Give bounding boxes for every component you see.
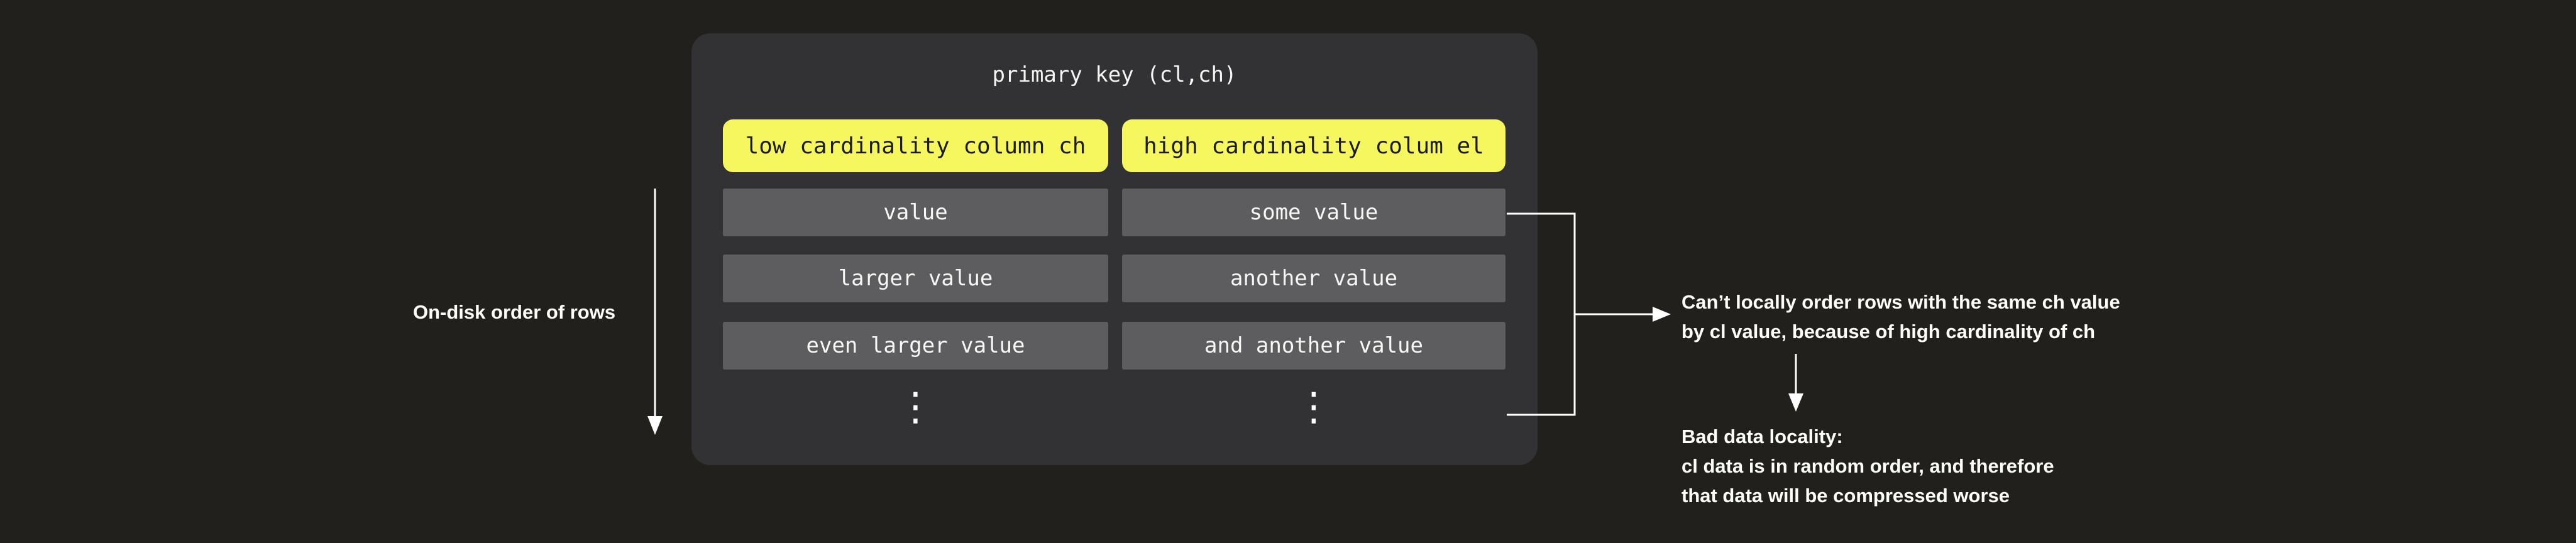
note-arrowhead-right-icon [1653, 307, 1671, 322]
on-disk-order-label: On-disk order of rows [413, 301, 616, 323]
column-header-high-cardinality: high cardinality colum el [1122, 119, 1505, 172]
primary-key-panel: primary key (cl,ch) low cardinality colu… [691, 33, 1538, 465]
table-cell: even larger value [723, 322, 1108, 370]
table-cell: another value [1122, 255, 1505, 302]
note-line: cl data is in random order, and therefor… [1682, 455, 2054, 477]
table-cell: some value [1122, 189, 1505, 236]
column-header-low-cardinality: low cardinality column ch [723, 119, 1108, 172]
panel-title: primary key (cl,ch) [992, 62, 1237, 87]
column-low-cardinality: low cardinality column ch value larger v… [723, 33, 1108, 465]
note-bad-data-locality: Bad data locality: cl data is in random … [1682, 422, 2054, 510]
note-line: Can’t locally order rows with the same c… [1682, 291, 2120, 313]
note-cant-order-rows: Can’t locally order rows with the same c… [1682, 287, 2120, 346]
table-cell: and another value [1122, 322, 1505, 370]
vertical-ellipsis-icon: ⋮ [1294, 383, 1333, 429]
table-cell: larger value [723, 255, 1108, 302]
table-cell: value [723, 189, 1108, 236]
note-line: Bad data locality: [1682, 425, 1843, 447]
note-line: that data will be compressed worse [1682, 485, 2010, 507]
column-high-cardinality: high cardinality colum el some value ano… [1122, 33, 1505, 465]
disk-order-arrowhead-icon [647, 416, 663, 435]
note-arrowhead-down-icon [1788, 393, 1803, 412]
note-line: by cl value, because of high cardinality… [1682, 321, 2096, 343]
vertical-ellipsis-icon: ⋮ [896, 383, 935, 429]
